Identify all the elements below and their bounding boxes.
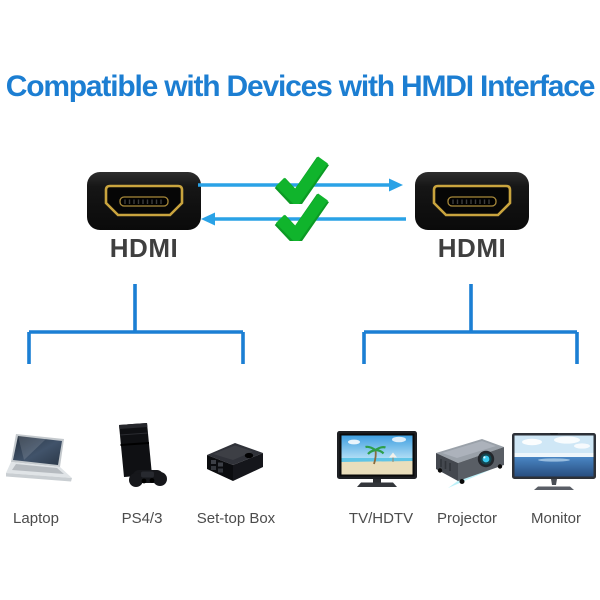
- laptop-icon: [6, 434, 72, 482]
- tv-icon: [337, 431, 417, 487]
- device-label-tv: TV/HDTV: [348, 510, 414, 527]
- hdmi-label-right: HDMI: [437, 233, 507, 263]
- green-check-top-icon: [274, 156, 329, 204]
- right-bracket-connector: [362, 284, 579, 364]
- device-label-set-top-box: Set-top Box: [196, 510, 276, 527]
- device-label-laptop: Laptop: [13, 510, 59, 527]
- device-label-projector: Projector: [436, 510, 498, 527]
- projector-icon: [436, 439, 504, 488]
- device-label-ps4: PS4/3: [121, 510, 163, 527]
- hdmi-label-left: HDMI: [109, 233, 179, 263]
- arrow-right-icon: [198, 178, 403, 192]
- left-bracket-connector: [27, 284, 245, 364]
- game-console-icon: [119, 423, 167, 487]
- green-check-bottom-icon: [274, 193, 329, 241]
- hdmi-connector-right-icon: [415, 172, 529, 230]
- set-top-box-icon: [207, 443, 263, 481]
- device-label-monitor: Monitor: [530, 510, 582, 527]
- gamepad-icon: [129, 470, 167, 487]
- monitor-icon: [512, 433, 596, 490]
- page-title: Compatible with Devices with HMDI Interf…: [5, 70, 596, 103]
- hdmi-connector-left-icon: [87, 172, 201, 230]
